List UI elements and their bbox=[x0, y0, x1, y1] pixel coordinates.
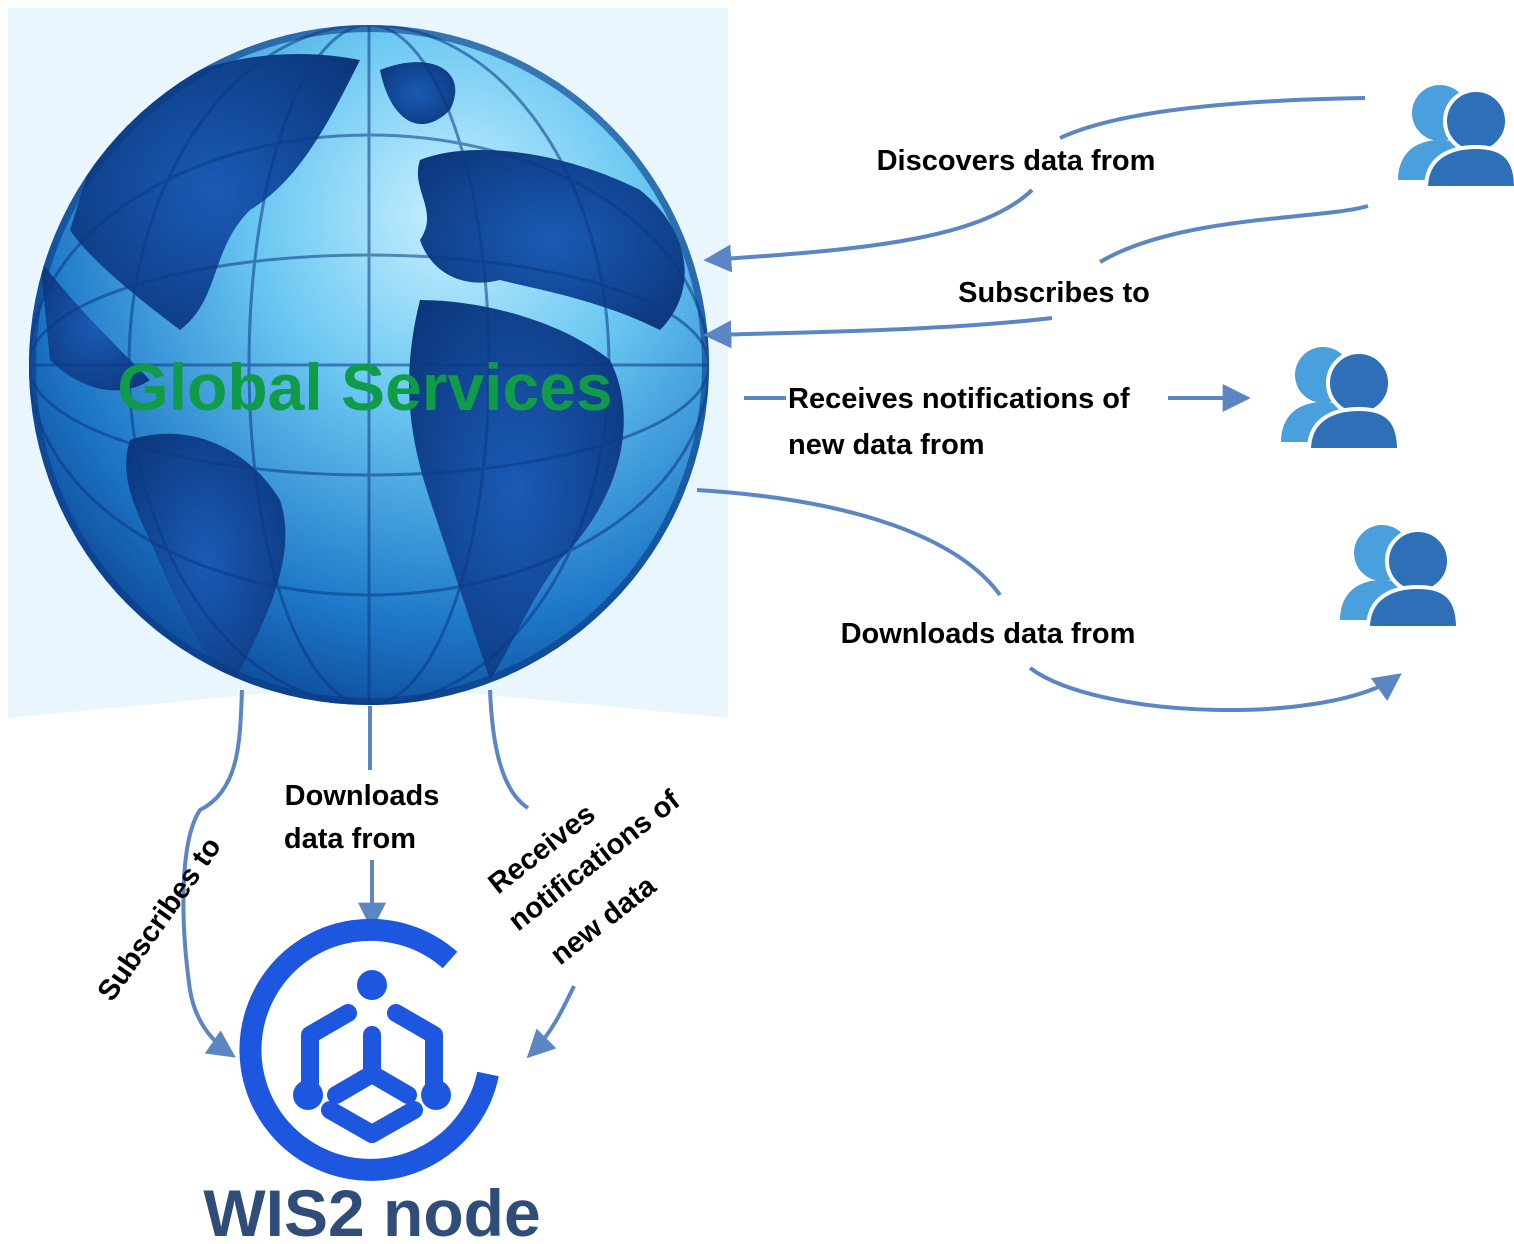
edge-label-subscribes: Subscribes to bbox=[958, 277, 1150, 309]
users-icon bbox=[1398, 85, 1514, 190]
edge-node-subscribes bbox=[181, 689, 244, 1058]
edge-label-notifications-line2: new data from bbox=[788, 429, 985, 461]
edge-label-downloads: Downloads data from bbox=[841, 618, 1136, 650]
users-icon bbox=[1340, 525, 1461, 630]
node-edge-label-downloads-line2: data from bbox=[284, 823, 416, 855]
node-label: WIS2 node bbox=[203, 1176, 540, 1244]
edge-label-notifications-line1: Receives notifications of bbox=[788, 383, 1130, 415]
edge-subscribes bbox=[708, 204, 1369, 335]
diagram-title: Global Services bbox=[117, 350, 612, 424]
node-edge-label-subscribes: Subscribes to bbox=[92, 832, 228, 1007]
globe-icon bbox=[29, 25, 709, 705]
users-icon bbox=[1281, 347, 1402, 452]
edge-node-notifications bbox=[488, 689, 576, 1055]
edge-label-discovers: Discovers data from bbox=[877, 145, 1156, 177]
edge-downloads bbox=[696, 488, 1398, 713]
node-edge-label-downloads-line1: Downloads bbox=[285, 780, 440, 812]
wis2-node-icon bbox=[239, 918, 499, 1181]
edge-discovers bbox=[708, 96, 1366, 260]
